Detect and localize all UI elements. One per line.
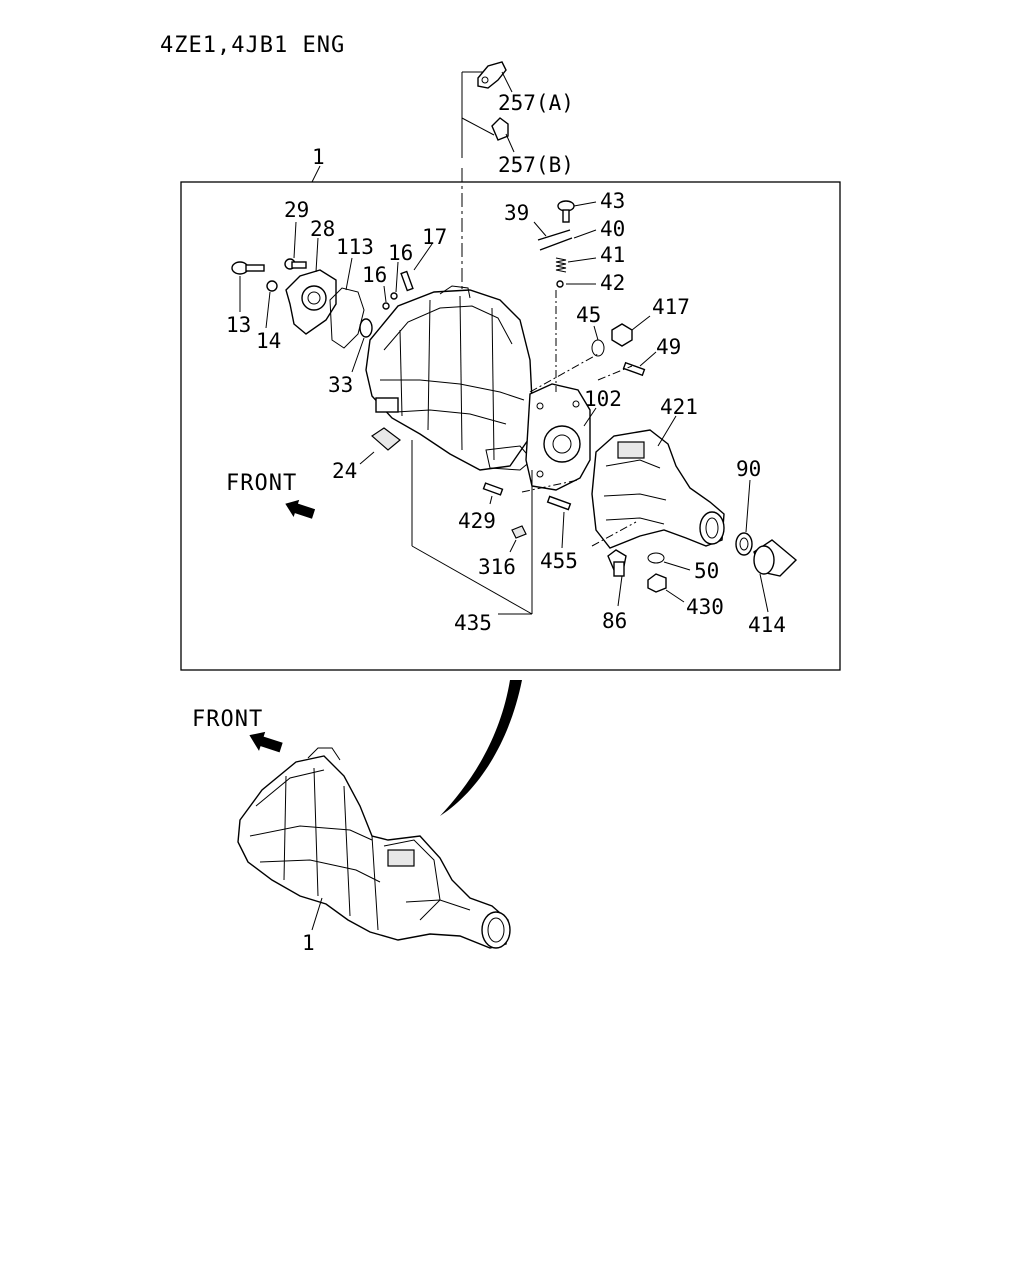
pin-17 <box>400 243 433 292</box>
diagram-title: 4ZE1,4JB1 ENG <box>160 33 345 58</box>
bolt-86 <box>607 549 627 607</box>
label-16b: 16 <box>388 241 413 265</box>
leader-455-dash <box>521 479 579 493</box>
seal-33 <box>351 318 373 373</box>
pin-429 <box>482 482 504 505</box>
label-24: 24 <box>332 459 357 483</box>
transmission-case <box>365 285 533 471</box>
leader-49-dash <box>597 365 633 381</box>
bolt-29 <box>284 221 307 270</box>
leader-1-box <box>311 165 321 183</box>
label-28: 28 <box>310 217 335 241</box>
label-33: 33 <box>328 373 353 397</box>
label-42: 42 <box>600 271 625 295</box>
washer-14 <box>265 280 278 329</box>
ball-16a <box>382 285 390 310</box>
label-1-assy: 1 <box>302 931 315 955</box>
label-86: 86 <box>602 609 627 633</box>
assembled-transmission <box>237 747 511 949</box>
label-39: 39 <box>504 201 529 225</box>
intermediate-plate-102 <box>525 383 597 491</box>
label-13: 13 <box>226 313 251 337</box>
bracket-435 <box>411 440 533 615</box>
label-421: 421 <box>660 395 698 419</box>
front-arrow-lower-icon <box>249 731 283 753</box>
bolt-455 <box>546 495 572 549</box>
label-417: 417 <box>652 295 690 319</box>
extension-housing-421 <box>591 415 725 549</box>
magnet-316 <box>509 525 527 553</box>
label-113: 113 <box>336 235 374 259</box>
front-arrow-upper-icon <box>285 499 316 519</box>
label-257a: 257(A) <box>498 91 574 115</box>
stud-49 <box>622 351 657 377</box>
spring-41 <box>555 257 597 273</box>
label-43: 43 <box>600 189 625 213</box>
label-430: 430 <box>686 595 724 619</box>
seal-90 <box>735 479 753 556</box>
label-414: 414 <box>748 613 786 637</box>
label-45: 45 <box>576 303 601 327</box>
label-50: 50 <box>694 559 719 583</box>
detail-frame <box>180 181 841 671</box>
label-90: 90 <box>736 457 761 481</box>
swoosh-arrow-icon <box>440 680 522 816</box>
part-24 <box>359 427 401 465</box>
front-cover-28 <box>285 237 337 335</box>
label-17: 17 <box>422 225 447 249</box>
label-257b: 257(B) <box>498 153 574 177</box>
ball-42 <box>556 280 596 288</box>
plug-16b <box>390 261 399 300</box>
label-49: 49 <box>656 335 681 359</box>
rod-39-40 <box>533 221 597 251</box>
boot-414 <box>753 539 798 613</box>
bolt-43 <box>557 200 597 223</box>
oring-45 <box>591 325 605 357</box>
label-14: 14 <box>256 329 281 353</box>
plug-430 <box>647 573 685 603</box>
label-316: 316 <box>478 555 516 579</box>
clamp-257a <box>477 61 513 93</box>
label-29: 29 <box>284 198 309 222</box>
label-455: 455 <box>540 549 578 573</box>
label-429: 429 <box>458 509 496 533</box>
bolt-13 <box>231 261 265 312</box>
label-41: 41 <box>600 243 625 267</box>
front-label-lower: FRONT <box>192 707 263 732</box>
plug-417 <box>611 315 651 347</box>
front-label-upper: FRONT <box>226 471 297 496</box>
label-1-box: 1 <box>312 145 325 169</box>
label-16a: 16 <box>362 263 387 287</box>
label-102: 102 <box>584 387 622 411</box>
leader-45-dash <box>529 353 599 393</box>
label-435: 435 <box>454 611 492 635</box>
label-40: 40 <box>600 217 625 241</box>
washer-50 <box>647 552 691 571</box>
clamp-257b <box>491 117 515 153</box>
